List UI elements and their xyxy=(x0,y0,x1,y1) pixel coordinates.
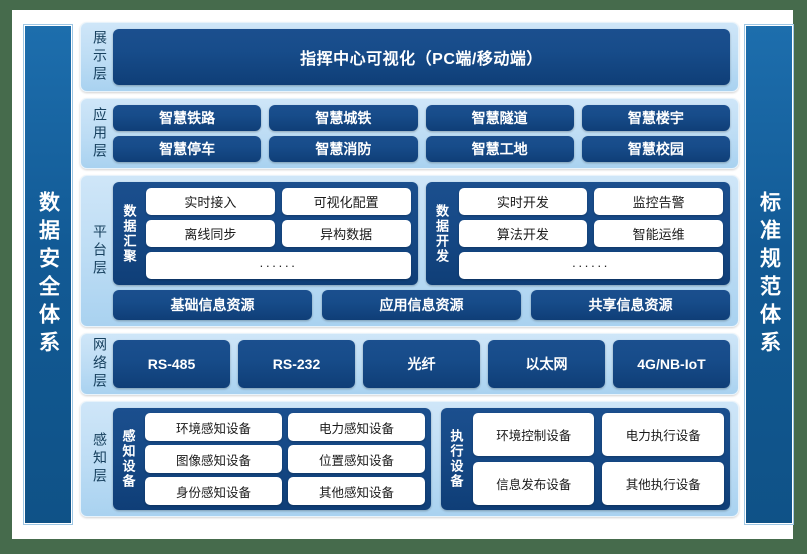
layer-network-label: 网络层 xyxy=(87,337,113,391)
pf-item-aggregation-more[interactable]: ······ xyxy=(146,252,411,279)
platform-group-aggregation-label: 数据汇聚 xyxy=(118,188,140,279)
app-item-smart-campus[interactable]: 智慧校园 xyxy=(581,136,730,162)
layer-sensing-label-text: 感知层 xyxy=(92,432,108,486)
resource-basic-information[interactable]: 基础信息资源 xyxy=(113,290,312,320)
platform-resource-row: 基础信息资源 应用信息资源 共享信息资源 xyxy=(113,290,730,320)
layer-display-label-text: 展示层 xyxy=(92,30,108,84)
platform-group-development-label-text: 数据开发 xyxy=(434,203,449,264)
network-item-rs232[interactable]: RS-232 xyxy=(238,340,355,388)
app-item-smart-parking[interactable]: 智慧停车 xyxy=(113,136,262,162)
actuator-item-environment-control[interactable]: 环境控制设备 xyxy=(472,413,595,456)
platform-group-data-development: 数据开发 实时开发 监控告警 算法开发 智能运维 ······ xyxy=(425,182,730,285)
platform-aggregation-items: 实时接入 可视化配置 离线同步 异构数据 ······ xyxy=(146,188,411,279)
pf-item-development-more[interactable]: ······ xyxy=(458,252,723,279)
sensor-item-image[interactable]: 图像感知设备 xyxy=(145,445,282,473)
pf-item-realtime-development[interactable]: 实时开发 xyxy=(458,188,588,215)
sensing-groups: 感知设备 环境感知设备 电力感知设备 图像感知设备 位置感知设备 身份感知设备 … xyxy=(113,408,730,510)
layer-platform-body: 数据汇聚 实时接入 可视化配置 离线同步 异构数据 ······ xyxy=(113,182,730,320)
layer-display: 展示层 指挥中心可视化（PC端/移动端） xyxy=(80,22,739,92)
sensing-group-actuator-label-text: 执行设备 xyxy=(448,429,464,489)
network-item-ethernet[interactable]: 以太网 xyxy=(488,340,605,388)
layer-platform-label: 平台层 xyxy=(87,182,113,320)
pillar-right-label: 标准规范体系 xyxy=(757,190,781,359)
application-grid: 智慧铁路 智慧城铁 智慧隧道 智慧楼宇 智慧停车 智慧消防 智慧工地 智慧校园 xyxy=(113,105,730,162)
pf-item-algorithm-development[interactable]: 算法开发 xyxy=(458,220,588,247)
layer-application-body: 智慧铁路 智慧城铁 智慧隧道 智慧楼宇 智慧停车 智慧消防 智慧工地 智慧校园 xyxy=(113,105,730,162)
app-item-smart-railway[interactable]: 智慧铁路 xyxy=(113,105,262,131)
pf-item-heterogeneous-data[interactable]: 异构数据 xyxy=(281,220,411,247)
pillar-left-label: 数据安全体系 xyxy=(36,190,60,359)
architecture-diagram-canvas: 数据安全体系 标准规范体系 展示层 指挥中心可视化（PC端/移动端） 应用层 智… xyxy=(12,10,793,539)
pf-item-offline-sync[interactable]: 离线同步 xyxy=(146,220,275,247)
actuator-item-other[interactable]: 其他执行设备 xyxy=(602,462,724,505)
platform-group-development-label: 数据开发 xyxy=(431,188,453,279)
resource-application-information[interactable]: 应用信息资源 xyxy=(322,290,521,320)
layer-display-label: 展示层 xyxy=(87,29,113,85)
platform-group-data-aggregation: 数据汇聚 实时接入 可视化配置 离线同步 异构数据 ······ xyxy=(113,182,418,285)
sensing-sensor-items: 环境感知设备 电力感知设备 图像感知设备 位置感知设备 身份感知设备 其他感知设… xyxy=(145,413,425,505)
pf-item-monitoring-alarm[interactable]: 监控告警 xyxy=(594,188,723,215)
pf-item-visual-config[interactable]: 可视化配置 xyxy=(281,188,411,215)
layer-platform: 平台层 数据汇聚 实时接入 可视化配置 离线同步 异构数据 xyxy=(80,175,739,327)
layer-application-label: 应用层 xyxy=(87,105,113,162)
app-item-smart-construction[interactable]: 智慧工地 xyxy=(425,136,574,162)
sensor-item-other[interactable]: 其他感知设备 xyxy=(287,477,425,505)
layer-sensing-body: 感知设备 环境感知设备 电力感知设备 图像感知设备 位置感知设备 身份感知设备 … xyxy=(113,408,730,510)
layer-sensing-label: 感知层 xyxy=(87,408,113,510)
platform-group-aggregation-label-text: 数据汇聚 xyxy=(121,203,137,264)
layer-application-label-text: 应用层 xyxy=(92,106,108,161)
display-banner[interactable]: 指挥中心可视化（PC端/移动端） xyxy=(113,29,730,85)
sensor-item-identity[interactable]: 身份感知设备 xyxy=(145,477,282,505)
app-item-smart-building[interactable]: 智慧楼宇 xyxy=(581,105,730,131)
app-item-smart-metro[interactable]: 智慧城铁 xyxy=(269,105,418,131)
layer-sensing: 感知层 感知设备 环境感知设备 电力感知设备 图像感知设备 位置感知设备 xyxy=(80,401,739,517)
platform-development-items: 实时开发 监控告警 算法开发 智能运维 ······ xyxy=(458,188,723,279)
pillar-data-security: 数据安全体系 xyxy=(24,25,72,524)
layer-display-body: 指挥中心可视化（PC端/移动端） xyxy=(113,29,730,85)
platform-groups: 数据汇聚 实时接入 可视化配置 离线同步 异构数据 ······ xyxy=(113,182,730,285)
sensing-group-sensor-label-text: 感知设备 xyxy=(120,429,136,489)
app-item-smart-firefighting[interactable]: 智慧消防 xyxy=(269,136,418,162)
sensor-item-power[interactable]: 电力感知设备 xyxy=(287,413,425,441)
sensing-group-sensor-devices: 感知设备 环境感知设备 电力感知设备 图像感知设备 位置感知设备 身份感知设备 … xyxy=(113,408,431,510)
sensing-group-actuator-devices: 执行设备 环境控制设备 电力执行设备 信息发布设备 其他执行设备 xyxy=(440,408,730,510)
pf-item-realtime-ingest[interactable]: 实时接入 xyxy=(146,188,275,215)
layer-application: 应用层 智慧铁路 智慧城铁 智慧隧道 智慧楼宇 智慧停车 智慧消防 智慧工地 智… xyxy=(80,98,739,169)
network-grid: RS-485 RS-232 光纤 以太网 4G/NB-IoT xyxy=(113,340,730,388)
actuator-item-info-release[interactable]: 信息发布设备 xyxy=(472,462,595,505)
network-item-fiber[interactable]: 光纤 xyxy=(363,340,480,388)
sensing-group-actuator-label: 执行设备 xyxy=(445,413,467,505)
network-item-rs485[interactable]: RS-485 xyxy=(113,340,230,388)
pillar-standards: 标准规范体系 xyxy=(745,25,793,524)
layer-network-label-text: 网络层 xyxy=(92,337,108,391)
layer-platform-label-text: 平台层 xyxy=(92,224,108,278)
sensing-actuator-items: 环境控制设备 电力执行设备 信息发布设备 其他执行设备 xyxy=(472,413,724,505)
actuator-item-power-execution[interactable]: 电力执行设备 xyxy=(602,413,724,456)
app-item-smart-tunnel[interactable]: 智慧隧道 xyxy=(425,105,574,131)
pf-item-intelligent-ops[interactable]: 智能运维 xyxy=(594,220,723,247)
network-item-4g-nbiot[interactable]: 4G/NB-IoT xyxy=(613,340,730,388)
layer-network-body: RS-485 RS-232 光纤 以太网 4G/NB-IoT xyxy=(113,340,730,388)
resource-shared-information[interactable]: 共享信息资源 xyxy=(531,290,730,320)
sensing-group-sensor-label: 感知设备 xyxy=(117,413,139,505)
sensor-item-environment[interactable]: 环境感知设备 xyxy=(145,413,282,441)
sensor-item-location[interactable]: 位置感知设备 xyxy=(287,445,425,473)
layer-stack: 展示层 指挥中心可视化（PC端/移动端） 应用层 智慧铁路 智慧城铁 智慧隧道 … xyxy=(80,22,739,529)
layer-network: 网络层 RS-485 RS-232 光纤 以太网 4G/NB-IoT xyxy=(80,333,739,395)
